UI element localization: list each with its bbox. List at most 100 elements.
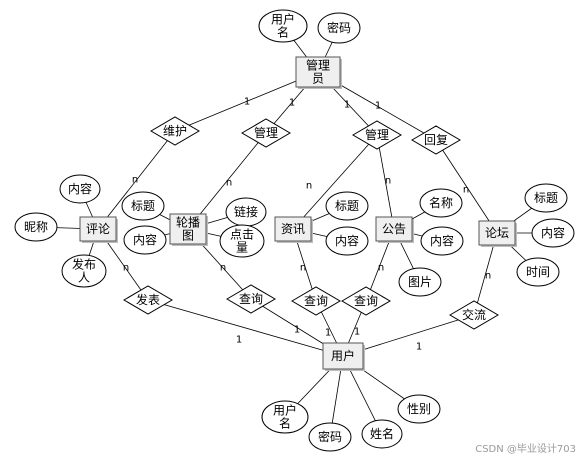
cardinality-label: 1 — [289, 98, 295, 109]
cardinality-label: n — [378, 263, 384, 274]
attribute-ellipse — [258, 9, 308, 43]
relationship-label: 维护 — [163, 124, 187, 138]
attribute-ellipse — [219, 224, 265, 258]
relationship-query-news: 查询 — [291, 286, 341, 316]
attribute-label: 内容 — [541, 225, 565, 240]
attribute-user-password: 密码 — [308, 422, 352, 452]
attribute-comment-nickname: 昵称 — [14, 212, 58, 242]
entity-label: 图 — [182, 229, 194, 243]
attribute-label: 名称 — [429, 195, 453, 210]
attribute-ellipse — [361, 419, 403, 449]
entity-carousel: 轮播图 — [169, 213, 208, 246]
entity-box — [322, 342, 364, 370]
cardinality-label: 1 — [236, 335, 242, 346]
attribute-ellipse — [261, 400, 309, 434]
attribute-admin-password: 密码 — [317, 12, 361, 44]
connector-line — [147, 299, 344, 357]
attribute-ellipse — [325, 226, 369, 256]
cardinality-label: n — [132, 175, 138, 186]
entity-box — [79, 216, 117, 242]
attribute-ellipse — [398, 267, 442, 297]
watermark: CSDN @毕业设计703 — [475, 442, 576, 455]
attribute-label: 姓名 — [370, 426, 394, 441]
cardinality-label: n — [463, 185, 469, 196]
attribute-ellipse — [14, 212, 58, 242]
attribute-comment-author: 发布人 — [61, 254, 107, 288]
attribute-label: 标题 — [534, 191, 558, 205]
attribute-ellipse — [397, 394, 441, 424]
attribute-forum-time: 时间 — [516, 257, 560, 287]
entity-label: 用户 — [331, 348, 355, 363]
attribute-ellipse — [325, 191, 369, 221]
attribute-notice-name: 名称 — [419, 188, 463, 218]
relationship-diamond — [341, 286, 391, 316]
attribute-carousel-title: 标题 — [121, 191, 165, 221]
attribute-ellipse — [308, 422, 352, 452]
entity-user: 用户 — [322, 342, 365, 371]
entity-comment: 评论 — [79, 216, 118, 243]
entity-label: 评论 — [86, 222, 110, 236]
relationship-label: 管理 — [254, 125, 278, 140]
entity-news: 资讯 — [274, 216, 313, 243]
cardinality-label: n — [123, 263, 129, 274]
relationship-diamond — [241, 118, 291, 148]
attribute-ellipse — [123, 225, 167, 255]
entity-label: 轮播 — [176, 216, 200, 230]
relationship-label: 回复 — [424, 133, 448, 147]
entity-notice: 公告 — [375, 216, 414, 243]
attribute-carousel-clicks: 点击量 — [219, 224, 265, 258]
relationship-maintain: 维护 — [150, 116, 200, 146]
attribute-ellipse — [121, 191, 165, 221]
attribute-user-name: 姓名 — [361, 419, 403, 449]
connector-line — [187, 132, 267, 230]
attribute-label: 用户 — [271, 12, 295, 27]
cardinality-label: n — [220, 263, 226, 274]
connector-line — [376, 134, 395, 230]
cardinality-label: 1 — [325, 328, 331, 339]
entity-box — [274, 216, 312, 242]
relationship-reply: 回复 — [411, 125, 461, 155]
relationship-manage-carousel: 管理 — [241, 118, 291, 148]
relationship-label: 查询 — [354, 294, 378, 308]
relationship-publish: 发表 — [123, 285, 173, 315]
attribute-ellipse — [59, 174, 101, 204]
attribute-news-title: 标题 — [325, 191, 369, 221]
relationship-manage-info: 管理 — [352, 120, 402, 150]
attribute-notice-image: 图片 — [398, 267, 442, 297]
attribute-label: 用户 — [273, 403, 297, 418]
relationship-label: 查询 — [239, 292, 263, 306]
attribute-carousel-link: 链接 — [225, 197, 267, 227]
cardinality-label: n — [385, 176, 391, 187]
cardinality-label: 1 — [294, 325, 300, 336]
attribute-forum-content: 内容 — [531, 218, 575, 248]
relationship-query-carousel: 查询 — [226, 284, 276, 314]
attribute-news-content: 内容 — [325, 226, 369, 256]
cardinality-label: n — [485, 271, 491, 282]
attribute-label: 内容 — [430, 233, 454, 248]
relationship-query-notice: 查询 — [341, 286, 391, 316]
relationship-diamond — [352, 120, 402, 150]
attribute-notice-content: 内容 — [420, 226, 464, 256]
attribute-ellipse — [317, 12, 361, 44]
attribute-ellipse — [516, 257, 560, 287]
relationship-diamond — [226, 284, 276, 314]
cardinality-label: 1 — [375, 101, 381, 112]
connector-line — [292, 134, 378, 230]
cardinality-label: 1 — [354, 327, 360, 338]
connector-line — [435, 139, 498, 234]
attribute-label: 昵称 — [24, 220, 48, 234]
relationship-diamond — [150, 116, 200, 146]
connector-line — [97, 130, 176, 230]
attribute-label: 时间 — [526, 265, 550, 279]
entity-label: 员 — [312, 72, 324, 86]
attribute-forum-title: 标题 — [524, 183, 568, 213]
attribute-user-gender: 性别 — [397, 394, 441, 424]
entity-admin: 管理员 — [295, 56, 342, 89]
relationship-label: 查询 — [304, 294, 328, 308]
attribute-label: 内容 — [133, 232, 157, 247]
entity-label: 资讯 — [281, 222, 305, 236]
attribute-label: 密码 — [327, 20, 351, 35]
attribute-ellipse — [419, 188, 463, 218]
entity-box — [169, 213, 207, 245]
entity-box — [295, 56, 341, 88]
